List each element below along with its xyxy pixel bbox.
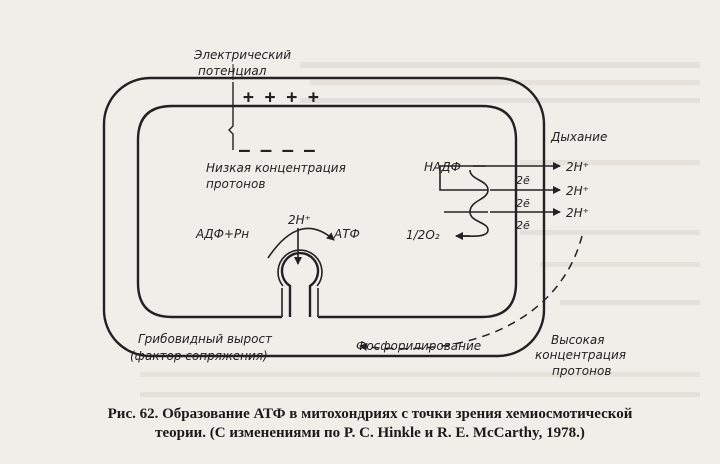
high-concentration-label-2: концентрация bbox=[535, 348, 626, 362]
atp-label: АТФ bbox=[333, 227, 360, 241]
caption-line-1: Рис. 62. Образование АТФ в митохондриях … bbox=[107, 406, 633, 422]
outer-membrane bbox=[102, 76, 546, 358]
respiratory-chain bbox=[439, 162, 561, 240]
electron-arrow-left-1 bbox=[439, 165, 488, 191]
electrons-label-3: 2ē bbox=[516, 219, 530, 232]
atp-synthesis bbox=[267, 227, 335, 265]
proton-label-3: 2H⁺ bbox=[566, 206, 589, 220]
proton-label-2: 2H⁺ bbox=[566, 184, 589, 198]
potential-bracket bbox=[228, 82, 234, 150]
adp-to-atp-arc bbox=[267, 227, 335, 259]
electric-potential-label-1: Электрический bbox=[193, 48, 291, 62]
low-concentration-label-2: протонов bbox=[206, 177, 265, 191]
breathing-label: Дыхание bbox=[550, 130, 607, 144]
oxygen-label: 1/2O₂ bbox=[406, 228, 440, 242]
adp-label: АДФ+Pн bbox=[195, 227, 249, 241]
figure-caption: Рис. 62. Образование АТФ в митохондриях … bbox=[70, 405, 670, 443]
nadf-label: НАДФ bbox=[424, 160, 461, 174]
electrons-label-1: 2ē bbox=[516, 174, 530, 187]
caption-line-2: теории. (С изменениями по P. C. Hinkle и… bbox=[155, 425, 585, 441]
mushroom-label-1: Грибовидный вырост bbox=[138, 332, 273, 346]
electric-potential-label-2: потенциал bbox=[198, 64, 267, 78]
proton-return-arrow bbox=[359, 235, 583, 351]
proton-label-1: 2H⁺ bbox=[566, 160, 589, 174]
phosphorylation-label: Фосфорилирование bbox=[356, 339, 481, 353]
minus-signs: — — — — bbox=[239, 140, 315, 161]
inner-membrane bbox=[136, 104, 518, 319]
proton-in-label: 2H⁺ bbox=[288, 213, 311, 227]
low-concentration-label-1: Низкая концентрация bbox=[206, 161, 346, 175]
plus-signs: + + + + bbox=[243, 87, 319, 108]
mushroom-label-2: (фактор сопряжения) bbox=[130, 349, 268, 363]
electrons-label-2: 2ē bbox=[516, 197, 530, 210]
high-concentration-label-3: протонов bbox=[552, 364, 611, 378]
bleed-through-texture bbox=[140, 62, 700, 397]
electron-loop bbox=[457, 169, 489, 238]
high-concentration-label-1: Высокая bbox=[551, 333, 604, 347]
mushroom-outgrowth bbox=[277, 249, 323, 317]
